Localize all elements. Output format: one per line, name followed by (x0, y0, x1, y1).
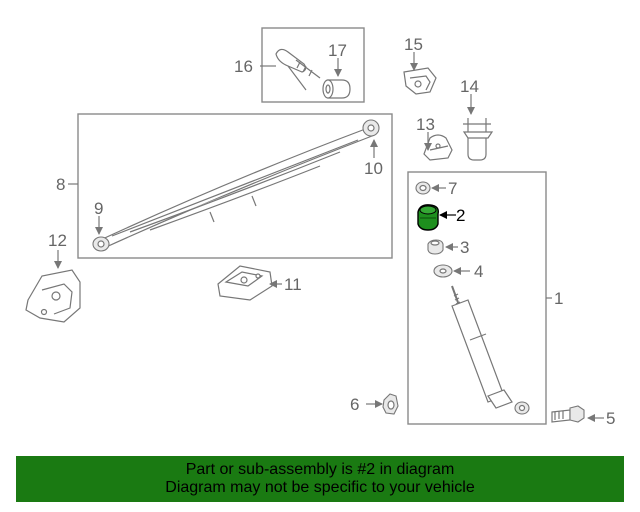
part-5-bolt[interactable] (551, 405, 585, 423)
part-11-spring-seat[interactable] (217, 265, 273, 301)
part-6-nut[interactable] (382, 393, 399, 415)
part-12-hanger[interactable] (25, 269, 81, 323)
part-17-bushing[interactable] (322, 79, 351, 99)
callout-5: 5 (606, 409, 615, 428)
callout-16: 16 (234, 57, 253, 76)
callout-11: 11 (284, 275, 302, 294)
part-16-stud[interactable] (275, 48, 321, 91)
part-15-bracket[interactable] (403, 67, 437, 95)
part-2-cushion[interactable] (417, 204, 440, 231)
callout-17: 17 (328, 41, 347, 60)
callout-4: 4 (474, 262, 483, 281)
callout-10: 10 (364, 159, 383, 178)
part-13-bump-stop[interactable] (423, 134, 453, 161)
callout-14: 14 (460, 77, 479, 96)
part-7-nut[interactable] (415, 181, 431, 195)
callout-1: 1 (554, 289, 563, 308)
callout-9: 9 (94, 199, 103, 218)
callout-7: 7 (448, 179, 457, 198)
info-banner: Part or sub-assembly is #2 in diagram Di… (16, 456, 624, 502)
callout-13: 13 (416, 115, 435, 134)
callout-2: 2 (456, 206, 465, 225)
part-10-bushing[interactable] (362, 119, 380, 137)
group-frame-16-17 (261, 27, 365, 103)
part-1-shock-absorber[interactable] (451, 285, 530, 415)
banner-line-1: Part or sub-assembly is #2 in diagram (185, 461, 455, 478)
part-8-leaf-spring[interactable] (94, 127, 373, 249)
part-3-cushion[interactable] (427, 239, 444, 255)
banner-line-2: Diagram may not be specific to your vehi… (165, 479, 475, 496)
callout-3: 3 (460, 238, 469, 257)
parts-diagram: 1 2 3 4 5 6 7 8 9 10 11 12 13 14 15 16 1… (25, 27, 615, 428)
callout-15: 15 (404, 35, 423, 54)
group-frame-8 (77, 113, 393, 259)
callout-12: 12 (48, 231, 67, 250)
part-4-washer[interactable] (433, 264, 453, 278)
part-9-bushing[interactable] (92, 236, 110, 252)
part-14-u-bolt[interactable] (462, 118, 494, 161)
callout-6: 6 (350, 395, 359, 414)
callout-8: 8 (56, 175, 65, 194)
